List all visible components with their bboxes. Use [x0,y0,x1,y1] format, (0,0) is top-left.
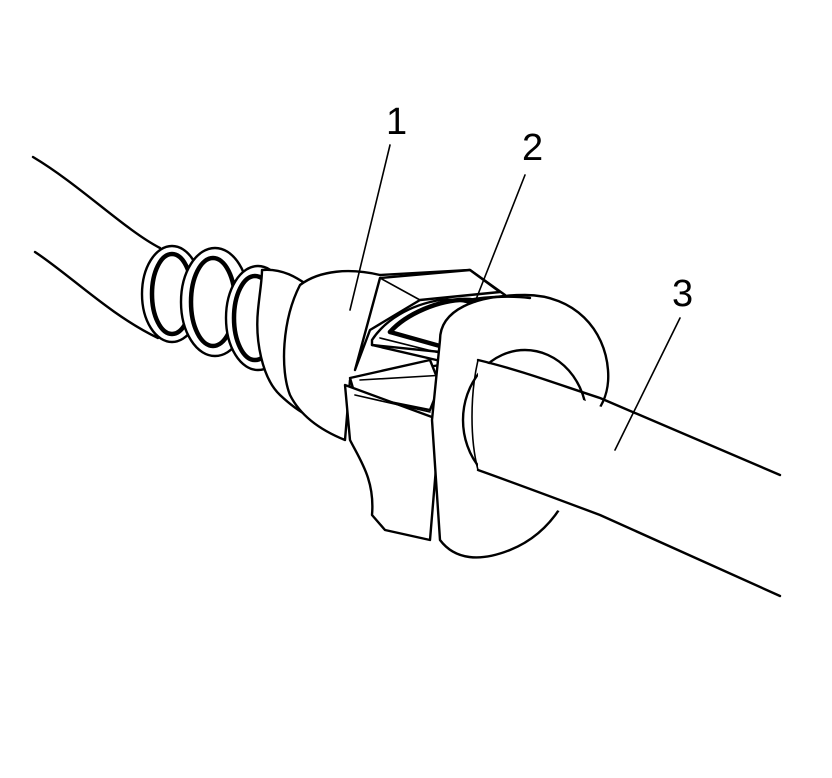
leader-line-1 [349,144,391,311]
callout-3: 3 [672,273,693,315]
left-hose [31,155,162,340]
right-tube [471,358,782,598]
callout-1: 1 [386,101,407,143]
callout-2: 2 [522,127,543,169]
leader-line-3 [614,317,681,451]
leader-line-2 [474,174,526,303]
leader-lines [349,144,681,451]
